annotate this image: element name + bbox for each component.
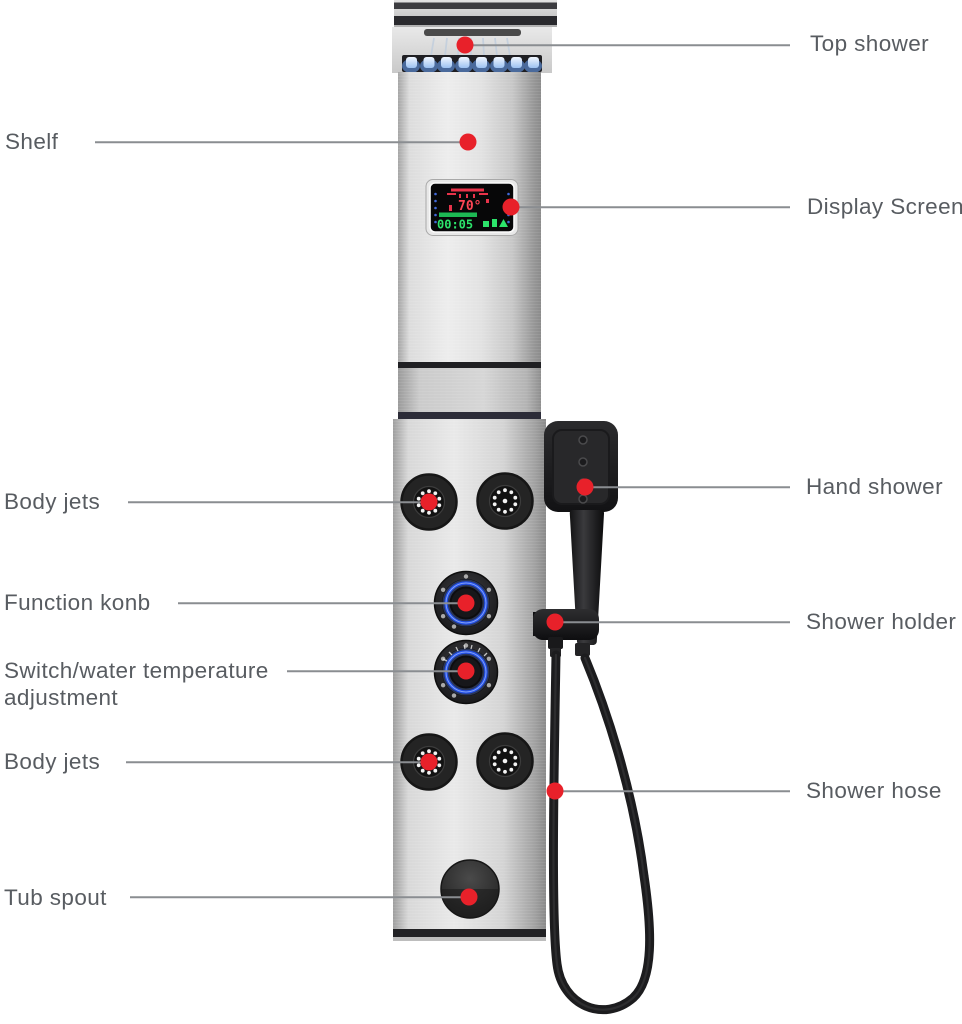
annotation-dot-tub-spout bbox=[460, 888, 478, 906]
label-body-jets-upper: Body jets bbox=[4, 489, 101, 514]
annotation-dot-switch-water-temperature bbox=[457, 662, 475, 680]
leader-line-function-knob bbox=[178, 602, 466, 604]
leader-line-display-screen bbox=[511, 206, 790, 208]
display-screen: 70° 00:05 bbox=[425, 179, 519, 236]
display-mode-icons bbox=[483, 219, 508, 227]
shelf-section bbox=[398, 362, 541, 419]
annotation-dot-shower-holder bbox=[546, 613, 564, 631]
led-nozzle-strip bbox=[402, 55, 542, 73]
display-timer: 00:05 bbox=[437, 218, 473, 232]
leader-line-hand-shower bbox=[585, 486, 790, 488]
label-hand-shower: Hand shower bbox=[806, 474, 943, 499]
top-mount-bar bbox=[394, 0, 557, 27]
label-tub-spout: Tub spout bbox=[4, 885, 107, 910]
annotation-dot-body-jets-lower bbox=[420, 753, 438, 771]
led-nozzles bbox=[406, 57, 539, 68]
label-switch-water-temperature: Switch/water temperature adjustment bbox=[4, 658, 269, 710]
annotation-dot-function-knob bbox=[457, 594, 475, 612]
top-shower-head bbox=[392, 27, 552, 73]
annotation-dot-top-shower bbox=[456, 36, 474, 54]
annotation-dot-shelf bbox=[459, 133, 477, 151]
label-shower-hose: Shower hose bbox=[806, 778, 942, 803]
label-display-screen: Display Screen bbox=[807, 194, 962, 219]
label-body-jets-lower: Body jets bbox=[4, 749, 101, 774]
upper-panel: 70° 00:05 bbox=[398, 72, 541, 363]
leader-line-switch-water-temperature bbox=[287, 670, 466, 672]
leader-line-shower-holder bbox=[555, 621, 790, 623]
leader-line-body-jets-lower bbox=[126, 761, 429, 763]
display-temperature: 70° bbox=[458, 199, 481, 214]
annotation-dot-body-jets-upper bbox=[420, 493, 438, 511]
label-function-knob: Function konb bbox=[4, 590, 151, 615]
display-shower-icon bbox=[447, 188, 489, 211]
label-top-shower: Top shower bbox=[810, 31, 930, 56]
label-shelf: Shelf bbox=[5, 129, 59, 154]
rain-slot bbox=[424, 29, 521, 36]
leader-line-tub-spout bbox=[130, 896, 469, 898]
display-content: 70° 00:05 bbox=[434, 188, 510, 232]
annotation-dot-display-screen bbox=[502, 198, 520, 216]
label-shower-holder: Shower holder bbox=[806, 609, 957, 634]
leader-line-top-shower bbox=[465, 44, 790, 46]
leader-line-shelf bbox=[95, 141, 468, 143]
shower-hose bbox=[548, 650, 655, 1015]
leader-line-body-jets-upper bbox=[128, 501, 429, 503]
annotation-dot-shower-hose bbox=[546, 782, 564, 800]
annotation-dot-hand-shower bbox=[576, 478, 594, 496]
temperature-knob bbox=[435, 641, 498, 704]
leader-line-shower-hose bbox=[555, 790, 790, 792]
panel-bottom-edge bbox=[393, 929, 546, 937]
shelf-lip bbox=[398, 412, 541, 419]
